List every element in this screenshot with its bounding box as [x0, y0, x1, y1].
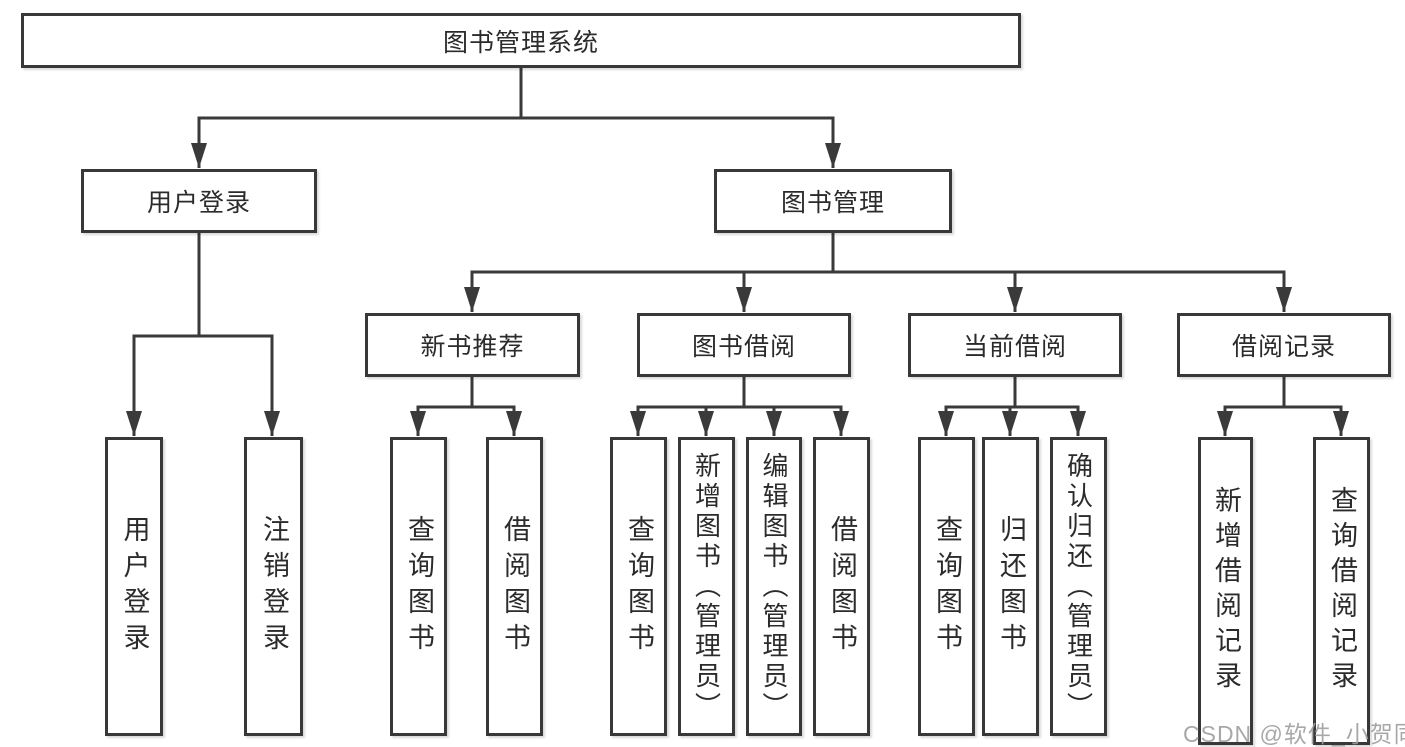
leaf-edit-book-admin: 编辑图书（管理员）: [746, 437, 802, 736]
node-current-borrow: 当前借阅: [908, 313, 1122, 377]
node-new-book-recommend-label: 新书推荐: [420, 333, 525, 361]
leaf-add-borrow-record-label: 新增借阅记录: [1211, 486, 1241, 696]
leaf-query-books-current-label: 查询图书: [932, 514, 962, 659]
node-book-management-label: 图书管理: [780, 189, 885, 217]
node-root: 图书管理系统: [21, 13, 1021, 68]
leaf-add-book-admin-label: 新增图书（管理员）: [691, 451, 722, 722]
leaf-user-login: 用户登录: [105, 437, 163, 736]
leaf-return-book-label: 归还图书: [996, 514, 1026, 659]
node-user-login-label: 用户登录: [146, 189, 251, 217]
leaf-query-books-recommend-label: 查询图书: [404, 514, 434, 659]
leaf-query-books-recommend: 查询图书: [390, 437, 447, 736]
leaf-return-book: 归还图书: [982, 437, 1039, 736]
leaf-edit-book-admin-label: 编辑图书（管理员）: [759, 451, 789, 722]
leaf-borrow-books-recommend: 借阅图书: [486, 437, 543, 736]
leaf-query-borrow-record-label: 查询借阅记录: [1327, 486, 1357, 696]
leaf-confirm-return-admin: 确认归还（管理员）: [1050, 437, 1107, 736]
leaf-logout: 注销登录: [244, 437, 303, 736]
leaf-query-books-borrow-label: 查询图书: [624, 514, 654, 659]
leaf-add-book-admin: 新增图书（管理员）: [678, 437, 735, 736]
node-user-login: 用户登录: [81, 169, 317, 233]
node-new-book-recommend: 新书推荐: [365, 313, 580, 377]
node-borrow-records: 借阅记录: [1177, 313, 1391, 377]
node-book-borrow: 图书借阅: [637, 313, 851, 377]
leaf-borrow-books-borrow-label: 借阅图书: [827, 514, 857, 659]
leaf-borrow-books-recommend-label: 借阅图书: [500, 514, 530, 659]
node-borrow-records-label: 借阅记录: [1231, 333, 1336, 361]
leaf-borrow-books-borrow: 借阅图书: [813, 437, 870, 736]
leaf-confirm-return-admin-label: 确认归还（管理员）: [1063, 451, 1094, 722]
node-root-label: 图书管理系统: [442, 28, 599, 57]
node-book-borrow-label: 图书借阅: [691, 333, 796, 361]
leaf-logout-label: 注销登录: [259, 514, 289, 659]
leaf-add-borrow-record: 新增借阅记录: [1198, 437, 1253, 745]
node-book-management: 图书管理: [714, 169, 952, 233]
leaf-query-borrow-record: 查询借阅记录: [1313, 437, 1370, 745]
node-current-borrow-label: 当前借阅: [962, 333, 1067, 361]
leaf-query-books-current: 查询图书: [918, 437, 975, 736]
leaf-query-books-borrow: 查询图书: [610, 437, 667, 736]
leaf-user-login-label: 用户登录: [119, 514, 150, 659]
